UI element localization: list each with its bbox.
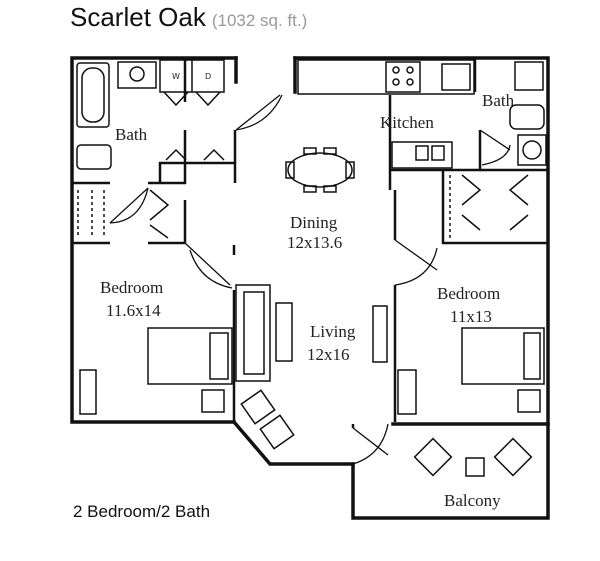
bed-left <box>147 327 233 385</box>
left-bedroom-furniture <box>79 327 233 415</box>
coffee-table <box>275 302 293 362</box>
stove <box>385 61 421 93</box>
dryer-label: D <box>205 72 211 81</box>
right-bedroom-furniture <box>397 327 545 415</box>
doors <box>109 94 511 465</box>
kitchen-sink <box>391 141 453 169</box>
room-label-living: Living <box>310 322 356 341</box>
toilet-right <box>509 104 545 130</box>
kitchen-fixtures <box>297 59 475 169</box>
armchair-1 <box>240 389 276 425</box>
room-size-dining: 12x13.6 <box>287 233 342 252</box>
sink-right <box>514 61 544 91</box>
plan-square-footage: (1032 sq. ft.) <box>211 11 308 30</box>
dining-table <box>285 147 355 193</box>
room-label-balcony: Balcony <box>444 491 501 510</box>
room-size-bedroom-left: 11.6x14 <box>106 301 161 320</box>
balcony-chair-2 <box>493 437 533 477</box>
sofa <box>235 284 271 382</box>
room-label-bath-left: Bath <box>115 125 148 144</box>
balcony-table <box>465 457 485 477</box>
exterior-walls <box>70 56 550 520</box>
sink-left <box>129 66 145 82</box>
dresser-left <box>79 369 97 415</box>
plan-name: Scarlet Oak <box>70 2 206 32</box>
room-label-bath-right: Bath <box>482 91 515 110</box>
nightstand-right <box>517 389 541 413</box>
room-label-bedroom-left: Bedroom <box>100 278 163 297</box>
balcony-furniture <box>413 437 533 477</box>
toilet-left <box>76 144 112 170</box>
bed-right <box>461 327 545 385</box>
right-bath-fixtures <box>449 61 547 238</box>
bathtub-left <box>76 62 110 128</box>
dresser-right <box>397 369 417 415</box>
plan-title: Scarlet Oak (1032 sq. ft.) <box>70 2 307 33</box>
balcony-chair-1 <box>413 437 453 477</box>
room-label-dining: Dining <box>290 213 338 232</box>
room-label-kitchen: Kitchen <box>380 113 434 132</box>
room-size-living: 12x16 <box>307 345 350 364</box>
room-size-bedroom-right: 11x13 <box>450 307 492 326</box>
tv-console <box>372 305 388 363</box>
living-furniture <box>235 284 388 450</box>
armchair-2 <box>259 414 295 450</box>
refrigerator <box>441 63 471 91</box>
washer-label: W <box>172 72 180 81</box>
bed-bath-summary: 2 Bedroom/2 Bath <box>73 502 211 521</box>
room-label-bedroom-right: Bedroom <box>437 284 500 303</box>
left-bath-fixtures <box>76 59 225 239</box>
nightstand-left <box>201 389 225 413</box>
